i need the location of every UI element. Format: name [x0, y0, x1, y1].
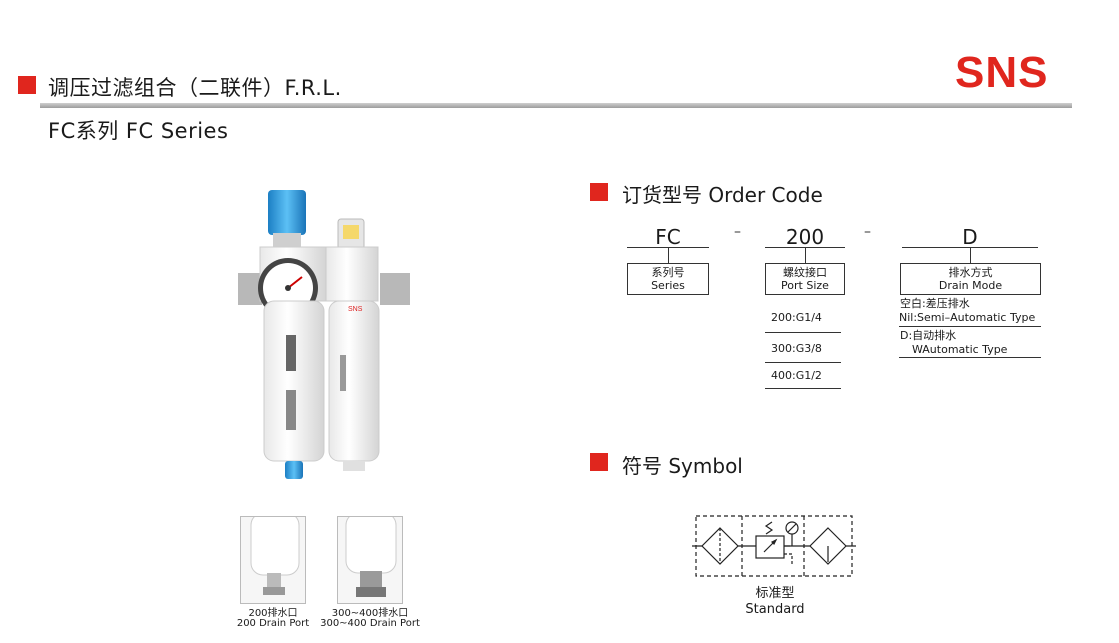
port-option-200: 200:G1/4: [771, 311, 822, 324]
page-title: 调压过滤组合（二联件）F.R.L.: [48, 76, 342, 100]
code-part-series: FC: [655, 225, 681, 249]
port-option-300: 300:G3/8: [771, 342, 822, 355]
product-image: SNS: [238, 190, 410, 479]
symbol-heading: 符号 Symbol: [622, 454, 743, 478]
port-option-400: 400:G1/2: [771, 369, 822, 382]
order-code-bullet: [590, 183, 608, 201]
drain-option-nil-en: Nil:Semi–Automatic Type: [899, 311, 1036, 324]
code-part-drain: D: [962, 225, 978, 249]
drain-thumb-200: [240, 516, 306, 604]
drain-option-d-cn: D:自动排水: [900, 329, 957, 342]
drain-thumb-300-400: [337, 516, 403, 604]
header-rule: [40, 103, 1072, 108]
code-separator-1: –: [734, 224, 741, 240]
symbol-bullet: [590, 453, 608, 471]
code-part-port: 200: [785, 225, 825, 249]
product-label: SNS: [348, 306, 363, 313]
drain-option-d-en: WAutomatic Type: [912, 343, 1008, 356]
drain-option-nil-cn: 空白:差压排水: [900, 297, 970, 310]
sns-logo: SNS: [955, 48, 1049, 97]
code-separator-2: –: [864, 224, 871, 240]
pneumatic-symbol: [692, 515, 856, 577]
order-code-heading: 订货型号 Order Code: [622, 183, 823, 207]
title-bullet: [18, 76, 36, 94]
series-title: FC系列 FC Series: [48, 119, 229, 143]
